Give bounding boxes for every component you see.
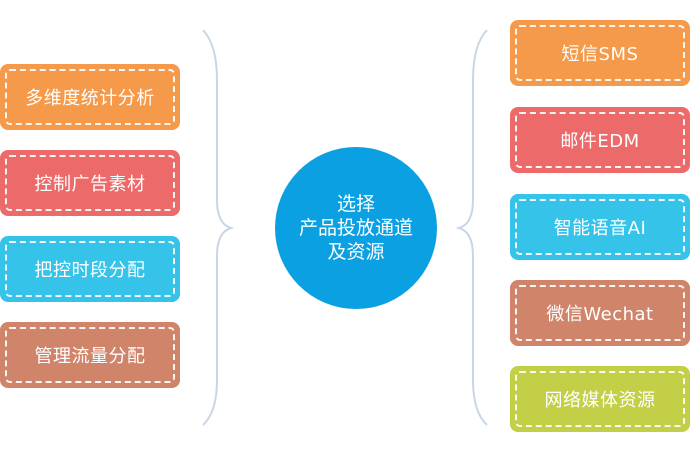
right-item-label: 微信Wechat [515, 285, 685, 341]
right-item-wechat: 微信Wechat [510, 280, 690, 346]
right-item-label: 短信SMS [515, 25, 685, 81]
left-item-label: 多维度统计分析 [5, 69, 175, 125]
left-item-label: 管理流量分配 [5, 327, 175, 383]
left-item-label: 把控时段分配 [5, 241, 175, 297]
right-item-label: 网络媒体资源 [515, 371, 685, 427]
center-line-3: 及资源 [327, 241, 385, 263]
right-item-edm: 邮件EDM [510, 107, 690, 173]
center-line-2: 产品投放通道 [298, 217, 413, 239]
right-item-label: 邮件EDM [515, 112, 685, 168]
center-line-1: 选择 [336, 193, 375, 215]
left-item-stats: 多维度统计分析 [0, 64, 180, 130]
right-item-voice-ai: 智能语音AI [510, 194, 690, 260]
left-item-label: 控制广告素材 [5, 155, 175, 211]
left-brace [202, 29, 235, 426]
right-item-label: 智能语音AI [515, 199, 685, 255]
left-item-traffic: 管理流量分配 [0, 322, 180, 388]
right-brace [455, 29, 488, 426]
left-item-timeslot: 把控时段分配 [0, 236, 180, 302]
right-item-media: 网络媒体资源 [510, 366, 690, 432]
center-circle: 选择 产品投放通道 及资源 [275, 147, 437, 309]
right-item-sms: 短信SMS [510, 20, 690, 86]
left-item-creative: 控制广告素材 [0, 150, 180, 216]
